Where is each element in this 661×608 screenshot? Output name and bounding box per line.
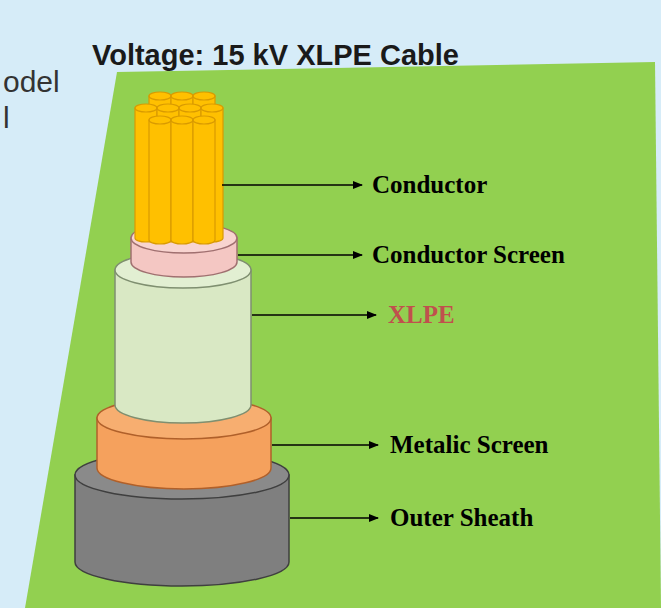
part-label: Metalic Screen: [390, 431, 549, 460]
green-panel: [25, 62, 661, 608]
cropped-text: odel: [3, 65, 60, 100]
part-label: Conductor Screen: [372, 241, 565, 270]
part-label: Conductor: [372, 171, 487, 200]
conductor-strands: [135, 92, 223, 244]
cropped-text: l: [3, 101, 10, 136]
diagram-title: Voltage: 15 kV XLPE Cable: [92, 39, 459, 72]
part-label: XLPE: [388, 301, 455, 330]
leader-arrows: [222, 185, 378, 518]
part-label: Outer Sheath: [390, 504, 533, 533]
